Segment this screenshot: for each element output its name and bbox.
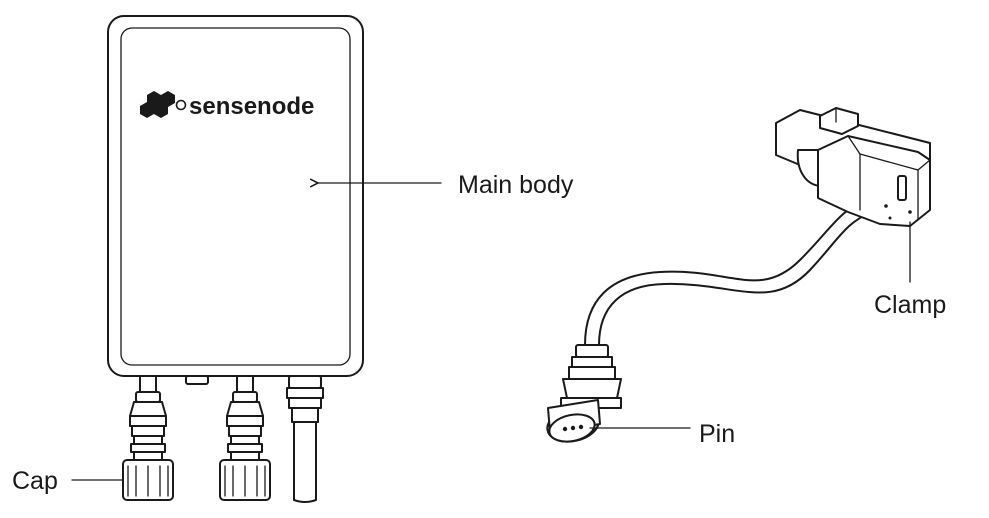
- middle-connector: [226, 375, 264, 461]
- pin-label: Pin: [699, 420, 735, 448]
- hexagon-logo-icon: [140, 91, 187, 118]
- middle-cap: [219, 459, 271, 501]
- sensor-cable: [584, 199, 873, 346]
- logo-text: sensenode: [189, 93, 314, 120]
- cap-label: Cap: [12, 467, 58, 495]
- left-cap: [122, 459, 174, 501]
- main-body-illustration: [107, 15, 364, 385]
- left-connector: [129, 375, 167, 461]
- power-cable: [286, 375, 324, 503]
- clamp-illustration: [775, 107, 931, 227]
- sensenode-logo: sensenode: [140, 91, 314, 120]
- main-body-label: Main body: [458, 171, 574, 199]
- pin-connector: [546, 344, 622, 443]
- clamp-label: Clamp: [874, 291, 946, 319]
